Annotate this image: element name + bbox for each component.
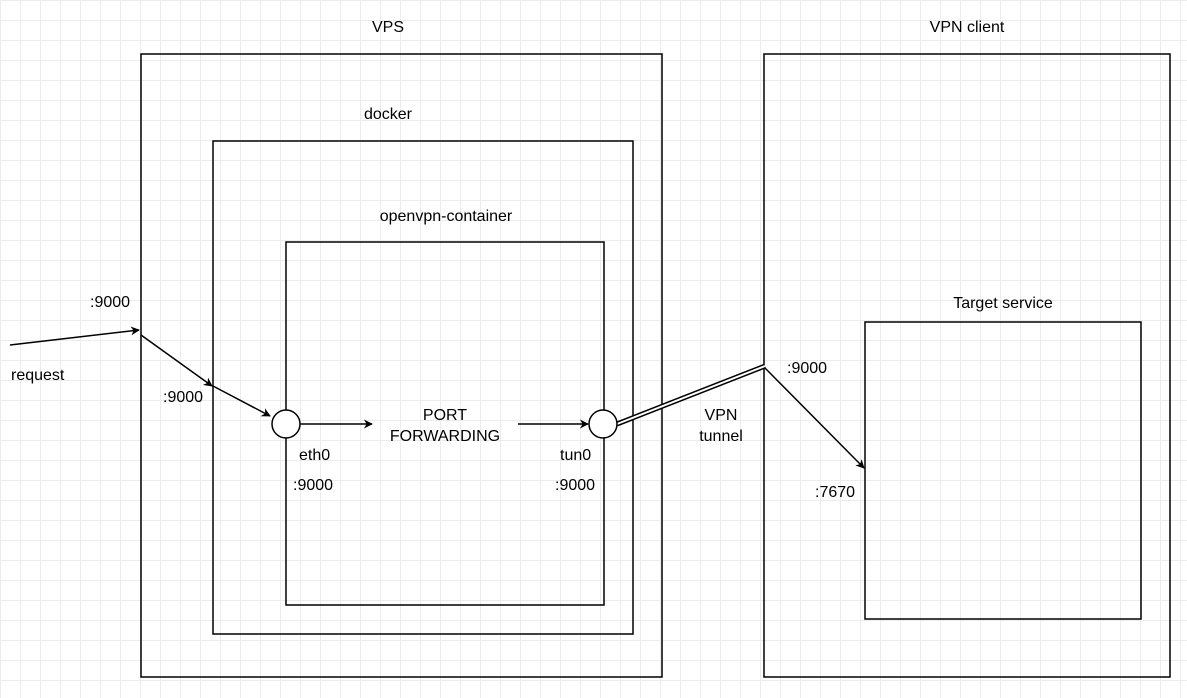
- request-arrow: [9, 326, 140, 346]
- vpn-tunnel-label-1: VPN: [705, 407, 738, 424]
- client-port-label: :9000: [787, 360, 827, 377]
- vpn-tunnel-label-2: tunnel: [699, 428, 743, 445]
- tun0-port-label: :9000: [555, 477, 595, 494]
- port-forwarding-label-1: PORT: [423, 407, 467, 424]
- vps-to-docker-arrow: [140, 334, 213, 387]
- docker-title: docker: [364, 106, 413, 123]
- docker-box: [212, 140, 634, 635]
- vps-port-label: :9000: [90, 294, 130, 311]
- eth0-label: eth0: [299, 447, 330, 464]
- tun0-label: tun0: [560, 447, 591, 464]
- eth0-port-label: :9000: [293, 477, 333, 494]
- docker-port-label: :9000: [163, 389, 203, 406]
- vpn-tunnel-inner: [616, 365, 766, 425]
- client-to-target-arrow: [764, 367, 865, 469]
- container-title: openvpn-container: [380, 208, 513, 225]
- target-service-box: [864, 321, 1142, 620]
- vps-box: [140, 53, 663, 678]
- eth0-port-circle: [271, 409, 301, 439]
- request-label: request: [11, 367, 65, 384]
- docker-to-eth0-arrow: [212, 385, 271, 417]
- target-port-label: :7670: [815, 484, 855, 501]
- vps-title: VPS: [372, 19, 404, 36]
- tun0-port-circle: [588, 409, 618, 439]
- vpn-client-title: VPN client: [930, 19, 1005, 36]
- target-service-title: Target service: [953, 295, 1053, 312]
- port-forwarding-label-2: FORWARDING: [390, 428, 500, 445]
